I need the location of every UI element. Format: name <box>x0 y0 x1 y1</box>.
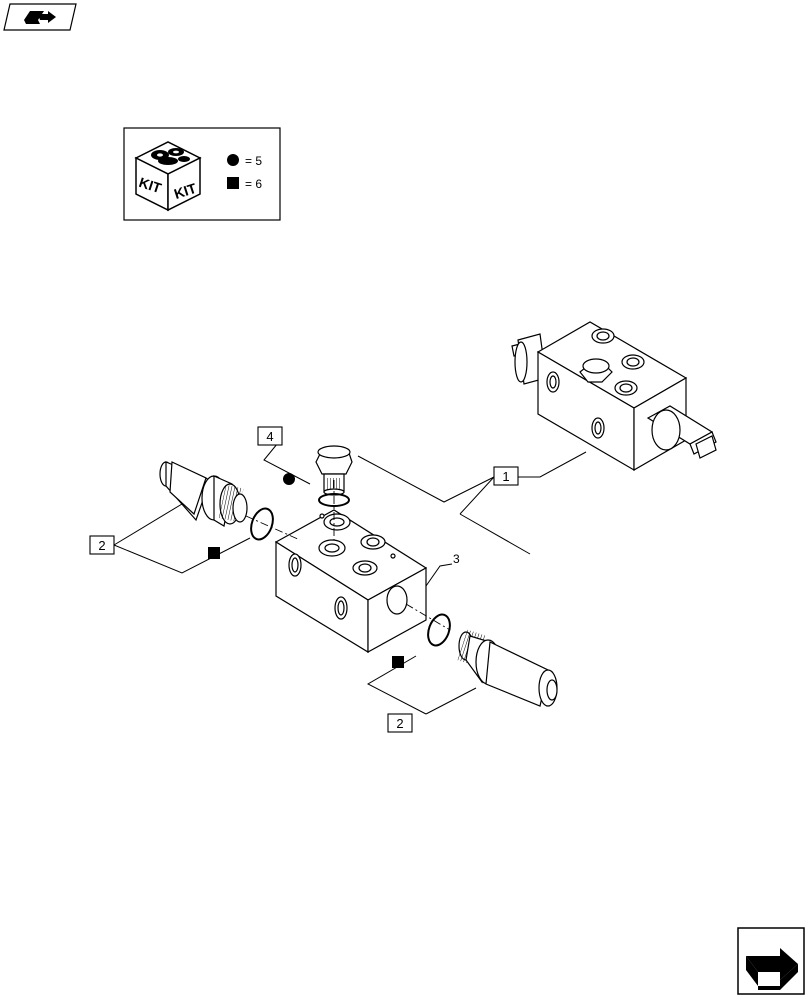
square-legend-icon <box>227 177 239 189</box>
kit-label-left: KIT <box>137 174 164 196</box>
callout-2-upper-label: 2 <box>98 538 105 553</box>
kit-label-right: KIT <box>172 180 199 202</box>
circle-legend-text: = 5 <box>245 154 262 168</box>
kit-square-marker-lower <box>392 656 404 668</box>
callout-2-lower-label: 2 <box>396 716 403 731</box>
callout-2-lower[interactable]: 2 <box>387 713 413 733</box>
back-page-button[interactable] <box>3 3 77 31</box>
kit-circle-marker <box>283 473 295 485</box>
callout-4[interactable]: 4 <box>257 426 283 446</box>
square-legend-text: = 6 <box>245 177 262 191</box>
callout-3-label[interactable]: 3 <box>453 552 460 566</box>
callout-2-upper[interactable]: 2 <box>89 535 115 555</box>
kit-legend: KIT KIT = 5 = 6 <box>123 127 281 221</box>
assembled-valve-block <box>511 321 717 472</box>
back-page-icon <box>24 11 56 24</box>
valve-body-part <box>274 509 428 654</box>
cartridge-right-part <box>427 613 558 707</box>
next-page-icon <box>746 948 798 990</box>
kit-box-icon: KIT KIT <box>134 141 202 212</box>
next-page-button[interactable] <box>737 927 805 995</box>
circle-legend-icon <box>227 154 239 166</box>
callout-4-label: 4 <box>266 429 273 444</box>
assembly-axes <box>245 480 451 631</box>
leader-lines <box>113 437 587 715</box>
callout-1-label: 1 <box>502 469 509 484</box>
hex-plug-part <box>315 445 353 507</box>
kit-square-marker-upper <box>208 547 220 559</box>
callout-1[interactable]: 1 <box>493 466 519 486</box>
cartridge-left-part <box>159 461 274 541</box>
